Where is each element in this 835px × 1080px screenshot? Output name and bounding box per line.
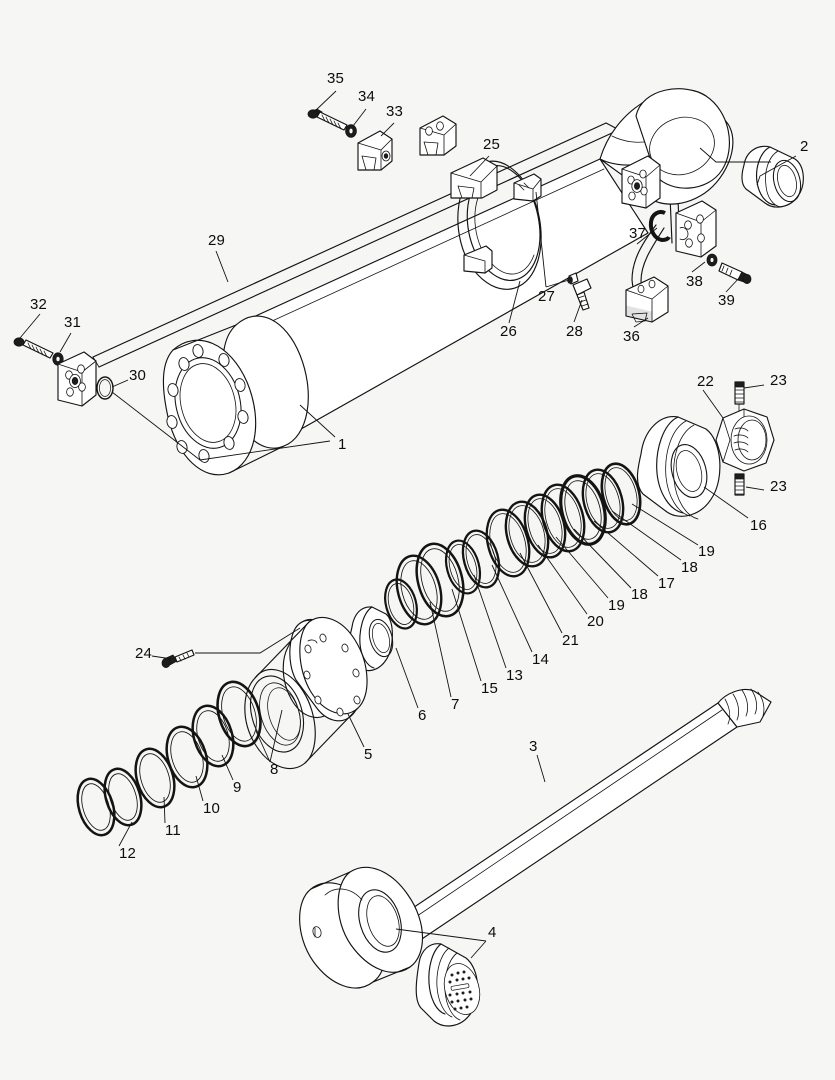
callout-26: 26 [500,323,518,340]
callout-12: 12 [119,845,137,862]
cylinder-tube-1 [235,88,734,434]
callout-2: 2 [800,138,809,155]
callout-33: 33 [386,103,404,120]
callout-9: 9 [233,779,242,796]
callout-30: 30 [129,367,147,384]
callout-23-top: 23 [770,372,788,389]
callout-34: 34 [358,88,376,105]
set-screw-23-bottom [734,473,745,496]
callout-19-a: 19 [698,543,716,560]
rod-eye-bushing-4 [415,943,481,1027]
washer-34 [345,124,357,138]
callout-5: 5 [364,746,373,763]
callout-37: 37 [629,225,647,242]
callout-8: 8 [270,761,279,778]
callout-7: 7 [451,696,460,713]
callout-32: 32 [30,296,48,313]
pin-27 [567,272,579,285]
callout-28: 28 [566,323,584,340]
callout-18-a: 18 [681,559,699,576]
cylinder-flange [162,315,309,476]
callout-19-b: 19 [608,597,626,614]
piston-nut-22 [715,408,775,472]
port-block-left [57,351,97,407]
piston-16 [636,416,721,520]
callout-3: 3 [529,738,538,755]
callout-18-b: 18 [631,586,649,603]
callout-17: 17 [658,575,676,592]
clamp-bracket-upper-right [419,115,457,156]
callout-31: 31 [64,314,82,331]
bolt-39 [718,262,752,284]
tube-clamp-block-36 [625,276,669,323]
piston-rod-3 [385,688,772,952]
callout-23-bottom: 23 [770,478,788,495]
callout-6: 6 [418,707,427,724]
rod-eye [299,866,424,989]
callout-13: 13 [506,667,524,684]
o-ring-30 [96,376,114,400]
bolt-35 [307,108,348,131]
callout-21: 21 [562,632,580,649]
callout-39: 39 [718,292,736,309]
grease-fitting-24 [161,649,195,669]
cylinder-head-gland-5 [244,617,368,770]
callout-10: 10 [203,800,221,817]
washer-38 [706,253,718,267]
callout-36: 36 [623,328,641,345]
port-block-right [675,200,717,258]
bolt-32 [13,337,54,359]
callout-24: 24 [135,645,153,662]
callout-14: 14 [532,651,550,668]
callout-35: 35 [327,70,345,87]
gland-seal-stack [76,680,262,837]
callout-27: 27 [538,288,556,305]
callout-22: 22 [697,373,715,390]
callout-1: 1 [338,436,347,453]
callout-25: 25 [483,136,501,153]
clamp-bracket-33 [357,130,393,171]
bolt-28 [572,278,592,311]
bushing-2 [741,145,804,208]
callout-38: 38 [686,273,704,290]
callout-16: 16 [750,517,768,534]
callout-15: 15 [481,680,499,697]
callout-4: 4 [488,924,497,941]
set-screw-23-top [734,381,745,418]
leader-lines [19,90,797,959]
callout-20: 20 [587,613,605,630]
seal-ring-stack [347,462,642,672]
clamp-band-26 [450,157,542,290]
callout-11: 11 [165,822,181,839]
o-ring-37 [648,210,671,243]
callout-29: 29 [208,232,226,249]
